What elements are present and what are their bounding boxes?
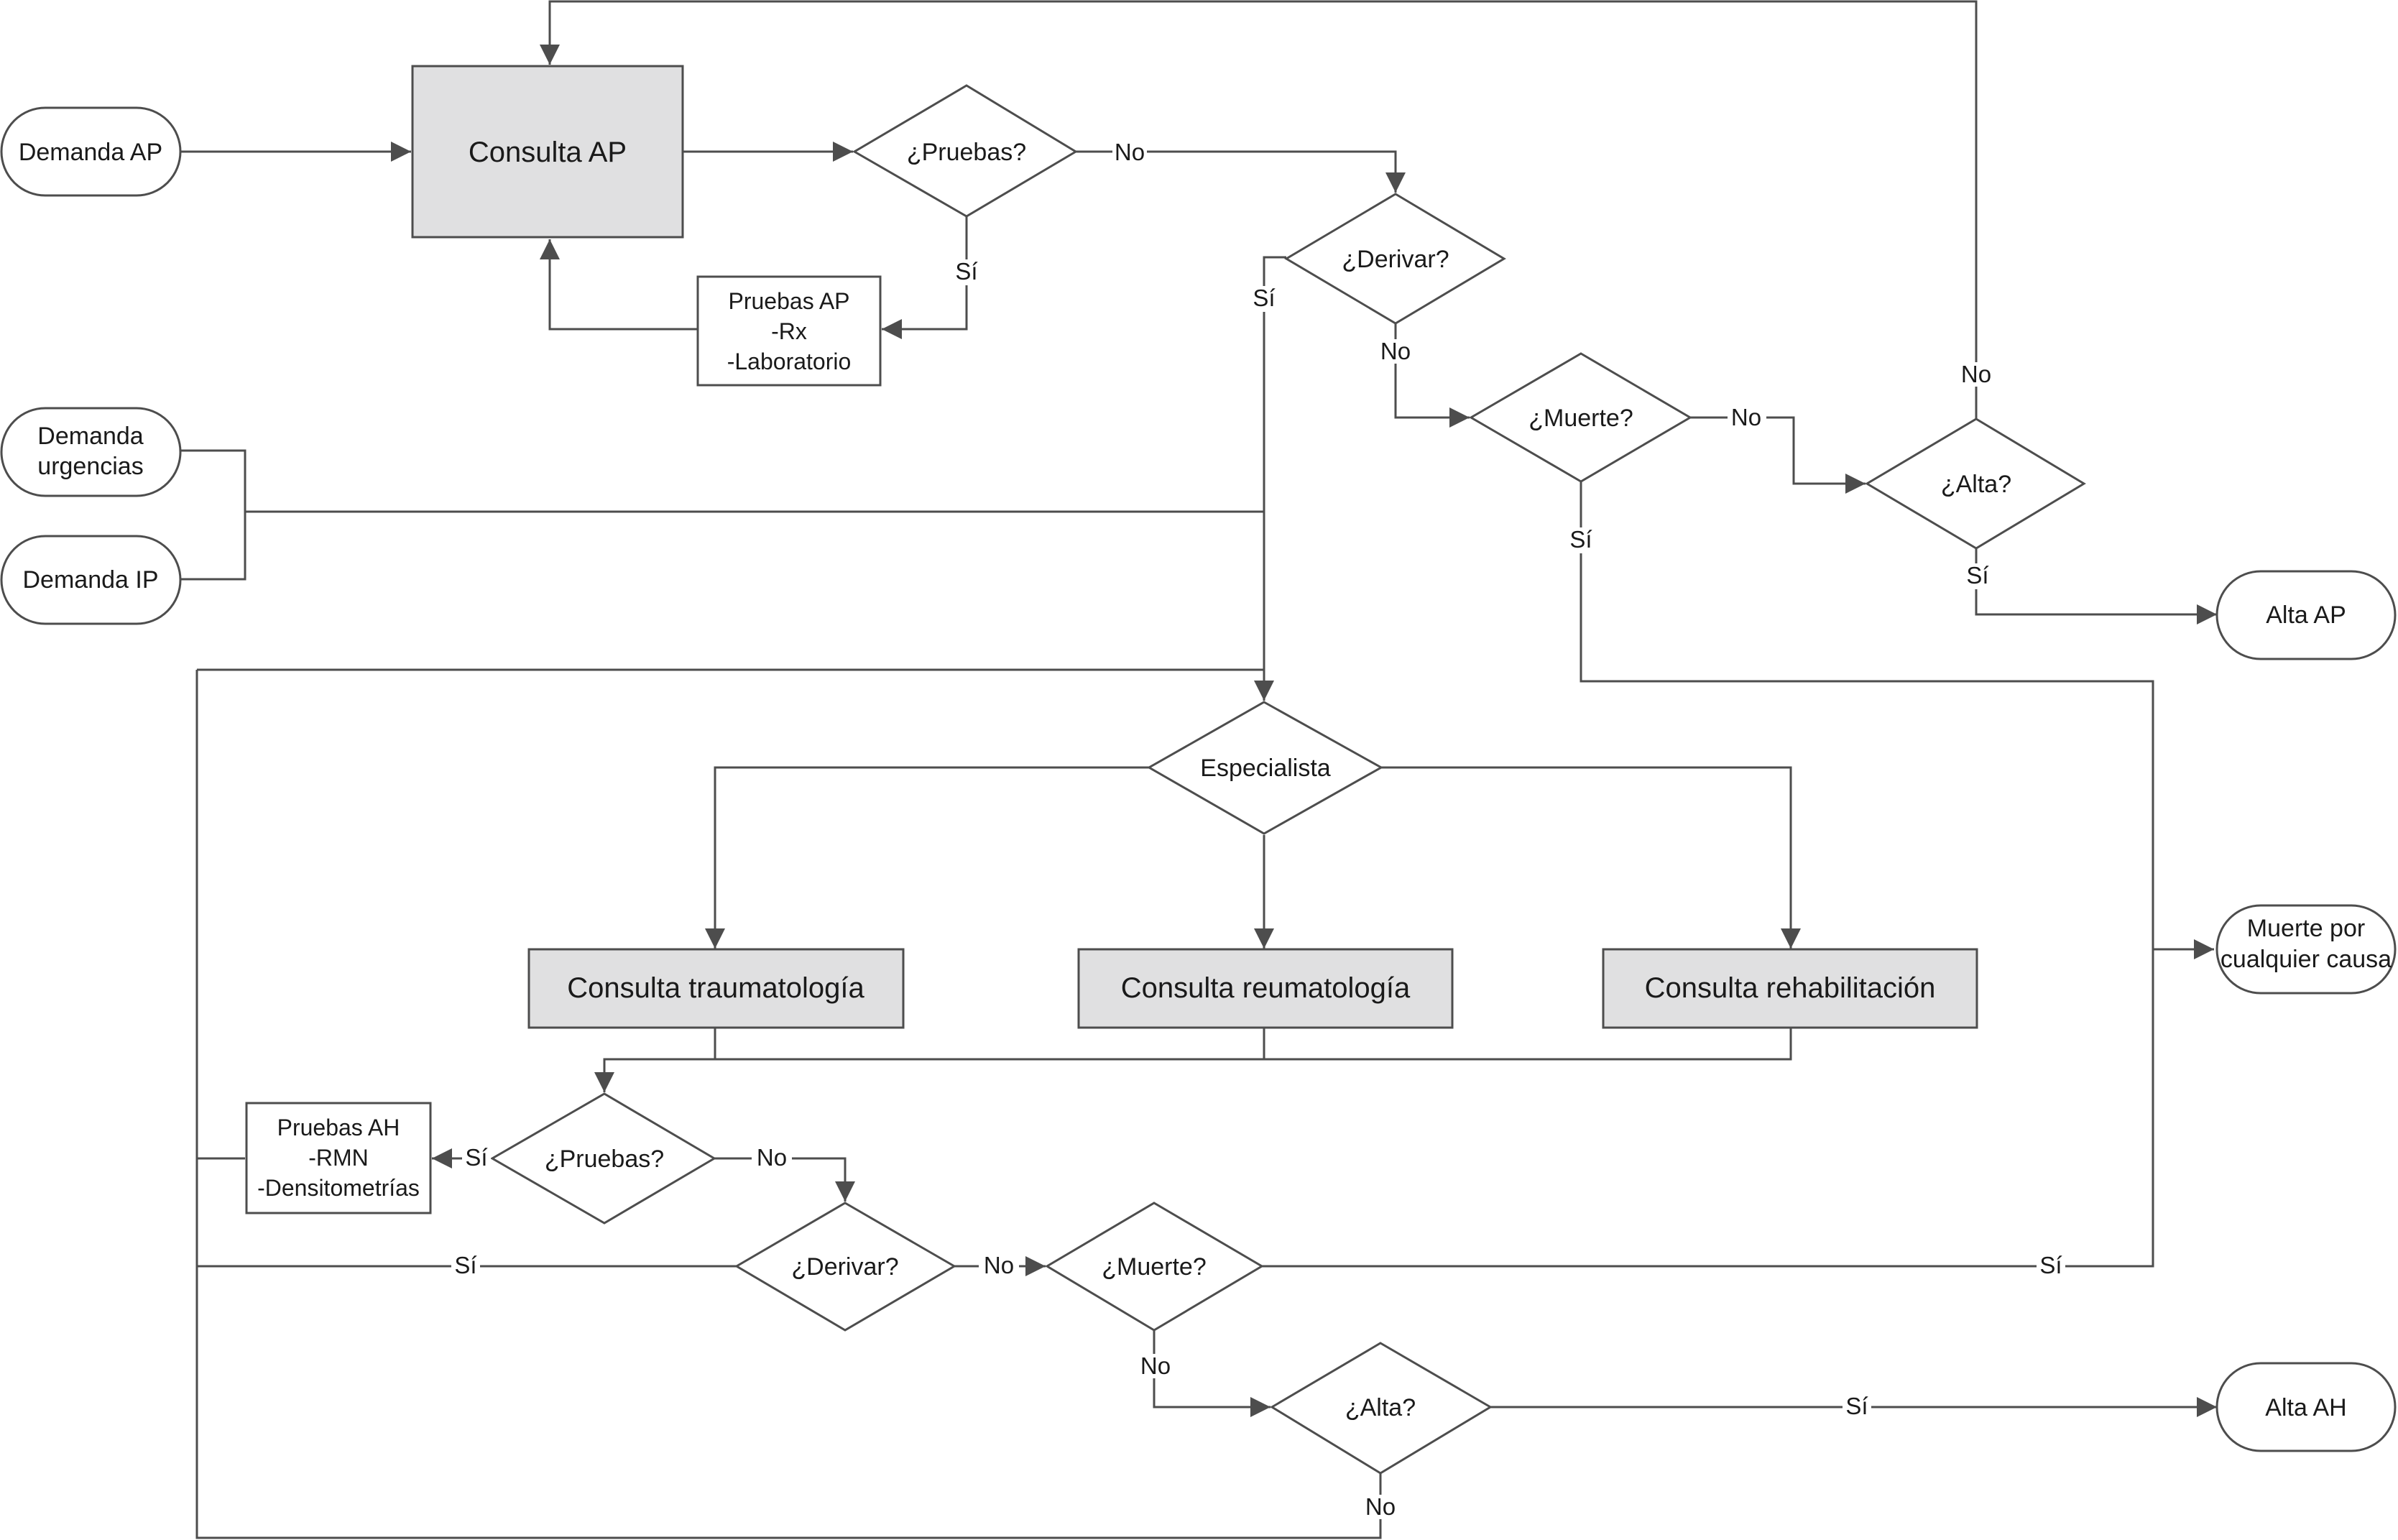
process-consulta-rehabilitacion: Consulta rehabilitación — [1602, 948, 1978, 1029]
pruebas-ap-decision-label: ¿Pruebas? — [907, 139, 1026, 166]
edge-especialista-to-rehab — [1380, 766, 1801, 949]
especialista-label: Especialista — [1200, 755, 1331, 782]
consulta-traumatologia-label: Consulta traumatología — [567, 972, 864, 1004]
edge-derivar-ap-si — [1254, 256, 1286, 701]
consulta-ap-label: Consulta AP — [469, 137, 627, 168]
edge-alta-ap-si — [1975, 548, 2217, 624]
label-derivar-ap-si: Sí — [1253, 285, 1275, 311]
process-pruebas-ah: Pruebas AH -RMN -Densitometrías — [245, 1102, 432, 1214]
alta-ah-decision-label: ¿Alta? — [1345, 1394, 1416, 1421]
process-consulta-traumatologia: Consulta traumatología — [527, 948, 905, 1029]
label-muerte-ap-si: Sí — [1569, 526, 1592, 553]
alta-ah-label: Alta AH — [2265, 1394, 2346, 1421]
edge-labels: No Sí Sí No No Sí No Sí Sí No Sí No Sí N… — [451, 139, 2065, 1520]
edge-rehab-down — [594, 1028, 1792, 1092]
label-pruebas-ah-no: No — [757, 1144, 787, 1171]
label-muerte-ap-no: No — [1731, 404, 1761, 430]
pruebas-ap-label-3: -Laboratorio — [727, 349, 852, 374]
decision-pruebas-ap: ¿Pruebas? — [852, 84, 1078, 218]
alta-ap-decision-label: ¿Alta? — [1941, 471, 2011, 498]
terminator-alta-ap: Alta AP — [2215, 570, 2397, 660]
muerte-ap-decision-label: ¿Muerte? — [1528, 405, 1633, 432]
edge-pruebas-ap-to-consulta — [540, 239, 698, 331]
pruebas-ah-label-1: Pruebas AH — [277, 1115, 400, 1140]
muerte-cualquier-causa-label-1: Muerte por — [2247, 915, 2365, 942]
demanda-ip-label: Demanda IP — [23, 566, 159, 594]
decision-muerte-ah: ¿Muerte? — [1045, 1202, 1264, 1332]
terminator-demanda-ip: Demanda IP — [0, 535, 182, 625]
pruebas-ah-decision-label: ¿Pruebas? — [545, 1145, 664, 1173]
label-muerte-ah-si: Sí — [2039, 1252, 2062, 1278]
decision-alta-ap: ¿Alta? — [1865, 418, 2086, 550]
edge-alta-ap-no — [540, 0, 1978, 419]
pruebas-ah-label-2: -RMN — [308, 1145, 369, 1171]
process-pruebas-ap: Pruebas AP -Rx -Laboratorio — [696, 275, 882, 387]
demanda-urgencias-label-2: urgencias — [37, 453, 143, 480]
alta-ap-label: Alta AP — [2266, 601, 2346, 629]
label-alta-ah-no: No — [1365, 1493, 1396, 1520]
process-consulta-reumatologia: Consulta reumatología — [1077, 948, 1454, 1029]
label-derivar-ah-si: Sí — [454, 1252, 476, 1278]
nodes: Demanda AP Demanda urgencias Demanda IP … — [0, 65, 2397, 1475]
decision-pruebas-ah: ¿Pruebas? — [489, 1092, 716, 1225]
label-pruebas-ap-no: No — [1115, 139, 1145, 165]
edge-especialista-to-trauma — [705, 766, 1150, 949]
muerte-ah-decision-label: ¿Muerte? — [1102, 1253, 1207, 1281]
edge-demanda-urgencias — [180, 449, 246, 581]
edge-pruebas-ap-no — [1076, 150, 1406, 193]
decision-especialista: Especialista — [1146, 701, 1384, 835]
consulta-reumatologia-label: Consulta reumatología — [1121, 972, 1411, 1004]
demanda-urgencias-label-1: Demanda — [37, 423, 144, 450]
pruebas-ah-label-3: -Densitometrías — [257, 1175, 420, 1201]
terminator-demanda-urgencias: Demanda urgencias — [0, 407, 182, 497]
decision-derivar-ah: ¿Derivar? — [734, 1202, 956, 1332]
derivar-ap-decision-label: ¿Derivar? — [1342, 246, 1449, 273]
label-alta-ap-si: Sí — [1966, 562, 1988, 589]
label-pruebas-ah-si: Sí — [465, 1144, 487, 1171]
terminator-alta-ah: Alta AH — [2215, 1362, 2397, 1452]
demanda-ap-label: Demanda AP — [19, 139, 162, 166]
muerte-cualquier-causa-label-2: cualquier causa — [2221, 946, 2392, 973]
terminator-muerte-cualquier-causa: Muerte por cualquier causa — [2215, 904, 2397, 995]
label-muerte-ah-no: No — [1140, 1352, 1171, 1379]
edge-muerte-ah-si — [1262, 949, 2154, 1268]
label-derivar-ah-no: No — [984, 1252, 1014, 1278]
decision-muerte-ap: ¿Muerte? — [1469, 352, 1692, 483]
process-consulta-ap: Consulta AP — [411, 65, 684, 239]
consulta-rehabilitacion-label: Consulta rehabilitación — [1645, 972, 1936, 1004]
edge-muerte-ap-si — [1580, 481, 2214, 959]
label-derivar-ap-no: No — [1380, 338, 1411, 364]
edge-pruebas-ap-si — [882, 216, 968, 339]
derivar-ah-decision-label: ¿Derivar? — [791, 1253, 898, 1281]
label-alta-ah-si: Sí — [1845, 1393, 1868, 1419]
label-alta-ap-no: No — [1961, 361, 1991, 387]
decision-alta-ah: ¿Alta? — [1270, 1342, 1493, 1475]
decision-derivar-ap: ¿Derivar? — [1284, 193, 1506, 325]
pruebas-ap-label-1: Pruebas AP — [729, 288, 850, 314]
terminator-demanda-ap: Demanda AP — [0, 106, 182, 197]
label-pruebas-ap-si: Sí — [955, 258, 977, 285]
edge-muerte-ap-no — [1690, 416, 1866, 494]
pruebas-ap-label-2: -Rx — [771, 318, 807, 344]
